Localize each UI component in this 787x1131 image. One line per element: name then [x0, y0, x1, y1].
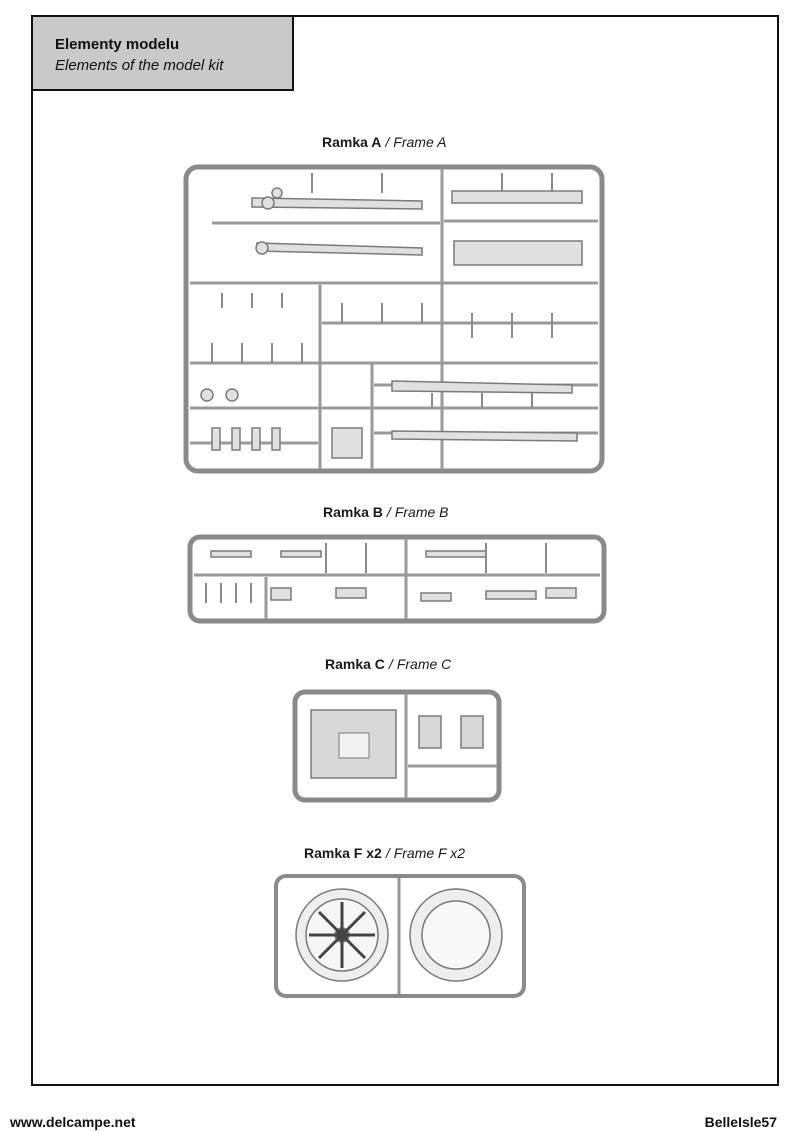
- section-subtitle: Elements of the model kit: [55, 57, 224, 74]
- tire: [409, 888, 503, 982]
- frame-f-separator: /: [385, 845, 390, 861]
- spoked-wheel: [295, 888, 389, 982]
- frame-f-label-en: Frame F x2: [393, 845, 466, 861]
- frame-b-sprue-image: [187, 534, 607, 624]
- section-header: Elementy modelu Elements of the model ki…: [31, 15, 294, 91]
- frame-f-sprue-image: [274, 874, 526, 998]
- frame-a-label-pl: Ramka A: [322, 134, 382, 150]
- footer-website: www.delcampe.net: [10, 1114, 136, 1130]
- frame-c-label-pl: Ramka C: [325, 656, 385, 672]
- frame-a-sprue-image: [183, 164, 605, 474]
- frame-b-label-pl: Ramka B: [323, 504, 383, 520]
- frame-b-caption: Ramka B/Frame B: [323, 504, 449, 520]
- section-title: Elementy modelu: [55, 36, 180, 53]
- frame-f-label-pl: Ramka F x2: [304, 845, 382, 861]
- page-border: [31, 15, 779, 1086]
- frame-a-label-en: Frame A: [393, 134, 447, 150]
- frame-b-separator: /: [386, 504, 391, 520]
- frame-c-caption: Ramka C/Frame C: [325, 656, 451, 672]
- frame-c-sprue-image: [292, 689, 502, 803]
- frame-a-caption: Ramka A/Frame A: [322, 134, 446, 150]
- frame-a-separator: /: [385, 134, 390, 150]
- frame-b-label-en: Frame B: [394, 504, 449, 520]
- frame-c-label-en: Frame C: [396, 656, 452, 672]
- footer-seller: BelleIsle57: [704, 1114, 777, 1130]
- frame-c-separator: /: [388, 656, 393, 672]
- frame-f-caption: Ramka F x2/Frame F x2: [304, 845, 465, 861]
